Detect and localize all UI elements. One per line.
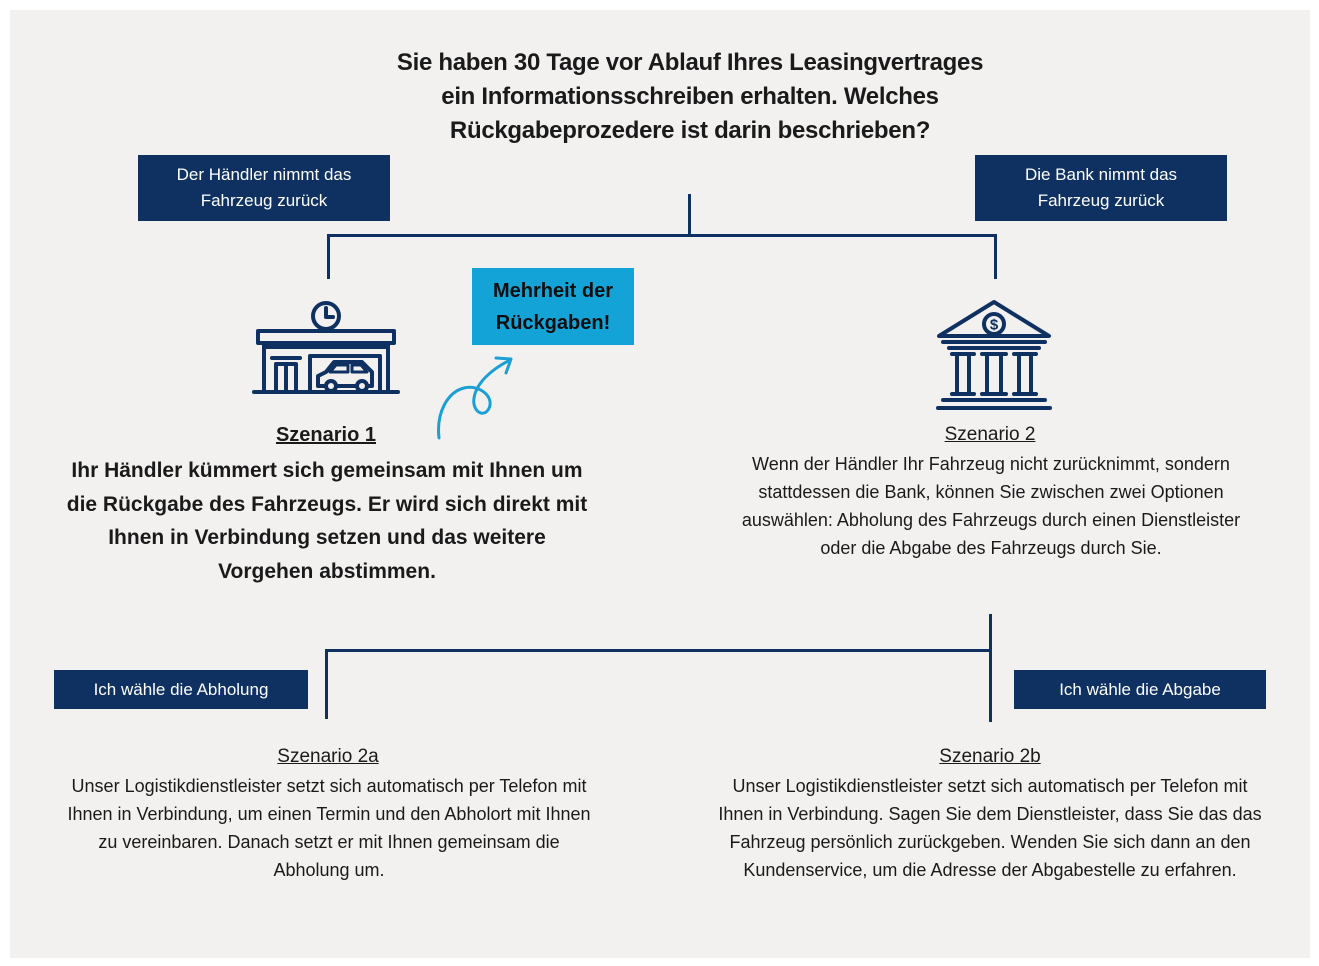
- majority-returns-badge: Mehrheit der Rückgaben!: [472, 268, 634, 345]
- scenario2-text: Wenn der Händler Ihr Fahrzeug nicht zurü…: [741, 454, 1241, 558]
- flowchart-canvas: Sie haben 30 Tage vor Ablauf Ihres Leasi…: [10, 10, 1310, 958]
- branch-bank-label: Die Bank nimmt das Fahrzeug zurück: [975, 155, 1227, 221]
- connector-left-drop: [327, 234, 330, 279]
- scenario2a-text: Unser Logistikdienstleister setzt sich a…: [67, 776, 591, 880]
- branch-dealer-label: Der Händler nimmt das Fahrzeug zurück: [138, 155, 390, 221]
- connector-top-horizontal: [327, 234, 997, 237]
- question-title: Sie haben 30 Tage vor Ablauf Ihres Leasi…: [396, 49, 984, 144]
- scenario1-heading: Szenario 1: [275, 424, 377, 446]
- option-dropoff-label: Ich wähle die Abgabe: [1014, 670, 1266, 709]
- connector-lower-left-drop: [325, 649, 328, 719]
- bank-icon: $: [935, 298, 1053, 412]
- scenario2b-heading: Szenario 2b: [939, 746, 1041, 767]
- connector-question-stem: [688, 194, 691, 236]
- scenario2-heading: Szenario 2: [944, 424, 1036, 445]
- connector-lower-horizontal: [325, 649, 992, 652]
- connector-right-drop: [994, 234, 997, 279]
- connector-lower-right-vertical: [989, 614, 992, 722]
- scenario2b-text: Unser Logistikdienstleister setzt sich a…: [718, 776, 1262, 880]
- option-pickup-label: Ich wähle die Abholung: [54, 670, 308, 709]
- car-dealership-icon: [252, 298, 400, 398]
- scenario1-text: Ihr Händler kümmert sich gemeinsam mit I…: [66, 459, 588, 583]
- svg-text:$: $: [990, 317, 999, 334]
- curly-arrow-icon: [430, 352, 520, 442]
- scenario2a-heading: Szenario 2a: [277, 746, 379, 767]
